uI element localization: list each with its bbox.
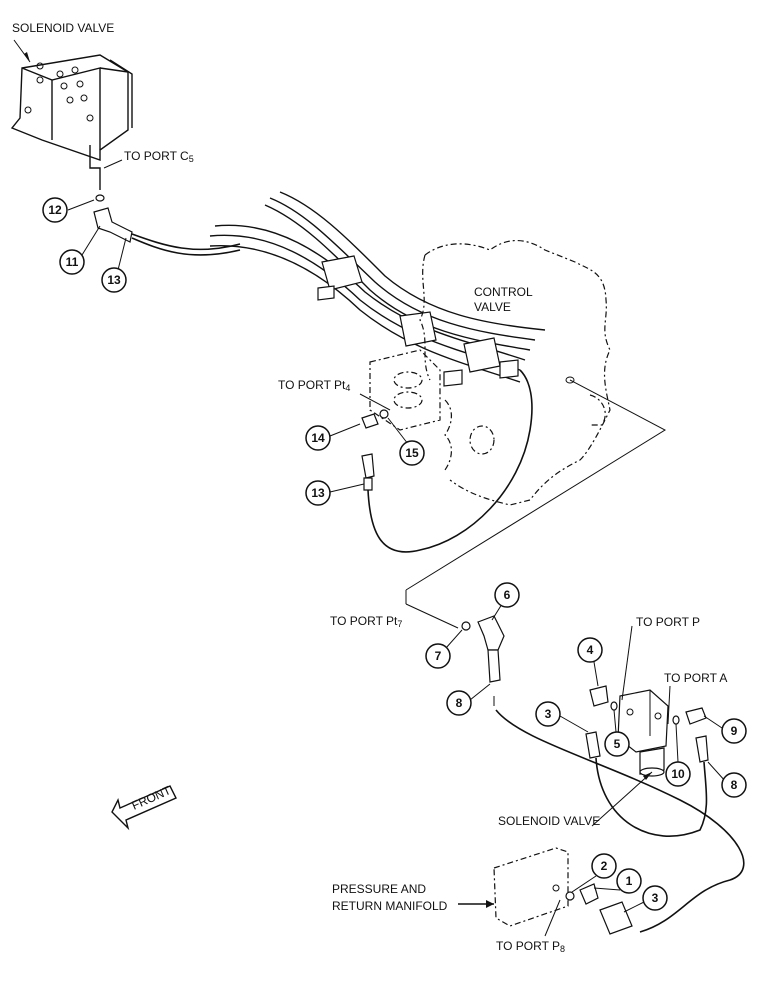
svg-text:13: 13: [107, 273, 121, 287]
callout-11: 11: [59, 225, 101, 275]
svg-text:14: 14: [311, 431, 325, 445]
svg-text:4: 4: [587, 643, 594, 657]
control-valve-label-line2: VALVE: [474, 300, 511, 314]
callout-5: 5: [604, 709, 630, 757]
solenoid-valve-bottom-drawing: [585, 625, 709, 837]
callout-8-left: 8: [446, 683, 491, 716]
callout-4: 4: [577, 637, 603, 687]
control-valve-label-line1: CONTROL: [474, 285, 533, 299]
solenoid-valve-bottom-label: SOLENOID VALVE: [498, 814, 600, 828]
callout-13-top: 13: [101, 237, 127, 293]
svg-text:8: 8: [456, 696, 463, 710]
to-port-pt7-label: TO PORT Pt7: [330, 614, 402, 629]
port-c5-connection: [89, 145, 241, 256]
manifold-label-line2: RETURN MANIFOLD: [332, 899, 448, 913]
svg-text:3: 3: [545, 707, 552, 721]
svg-text:7: 7: [435, 649, 442, 663]
callout-13-mid: 13: [305, 480, 365, 506]
solenoid-valve-top-drawing: [10, 39, 133, 161]
svg-text:1: 1: [626, 874, 633, 888]
svg-text:2: 2: [601, 859, 608, 873]
svg-text:10: 10: [671, 767, 685, 781]
to-port-c5-label: TO PORT C5: [124, 149, 194, 164]
svg-text:8: 8: [731, 778, 738, 792]
front-arrow: FRONT: [111, 783, 177, 831]
callout-9: 9: [703, 715, 747, 744]
hose-bundle: [209, 191, 546, 387]
svg-text:13: 13: [311, 486, 325, 500]
manifold-label-line1: PRESSURE AND: [332, 882, 426, 896]
solenoid-valve-top-label: SOLENOID VALVE: [12, 21, 114, 35]
callout-3-mid: 3: [535, 701, 589, 733]
callout-2: 2: [571, 853, 617, 893]
svg-text:15: 15: [405, 446, 419, 460]
svg-text:9: 9: [731, 724, 738, 738]
control-valve-drawing: [369, 240, 667, 591]
callout-12: 12: [42, 197, 95, 223]
svg-text:11: 11: [66, 255, 79, 269]
port-pt7-connection: [405, 590, 745, 933]
port-pt4-connection: [359, 369, 533, 553]
callout-15: 15: [387, 417, 425, 466]
callout-7: 7: [425, 629, 463, 669]
callout-1: 1: [593, 868, 642, 894]
callout-6: 6: [491, 582, 520, 621]
to-port-p-label: TO PORT P: [636, 615, 700, 629]
svg-text:5: 5: [614, 737, 621, 751]
callout-3-bottom: 3: [623, 885, 668, 913]
to-port-p8-label: TO PORT P8: [496, 939, 565, 954]
callout-8-right: 8: [707, 761, 747, 798]
to-port-a-label: TO PORT A: [664, 671, 727, 685]
svg-text:6: 6: [504, 588, 511, 602]
manifold-drawing: [458, 847, 633, 937]
svg-text:3: 3: [652, 891, 659, 905]
callout-10: 10: [665, 723, 691, 787]
svg-text:12: 12: [48, 203, 62, 217]
to-port-pt4-label: TO PORT Pt4: [278, 378, 350, 393]
callout-14: 14: [305, 423, 361, 451]
